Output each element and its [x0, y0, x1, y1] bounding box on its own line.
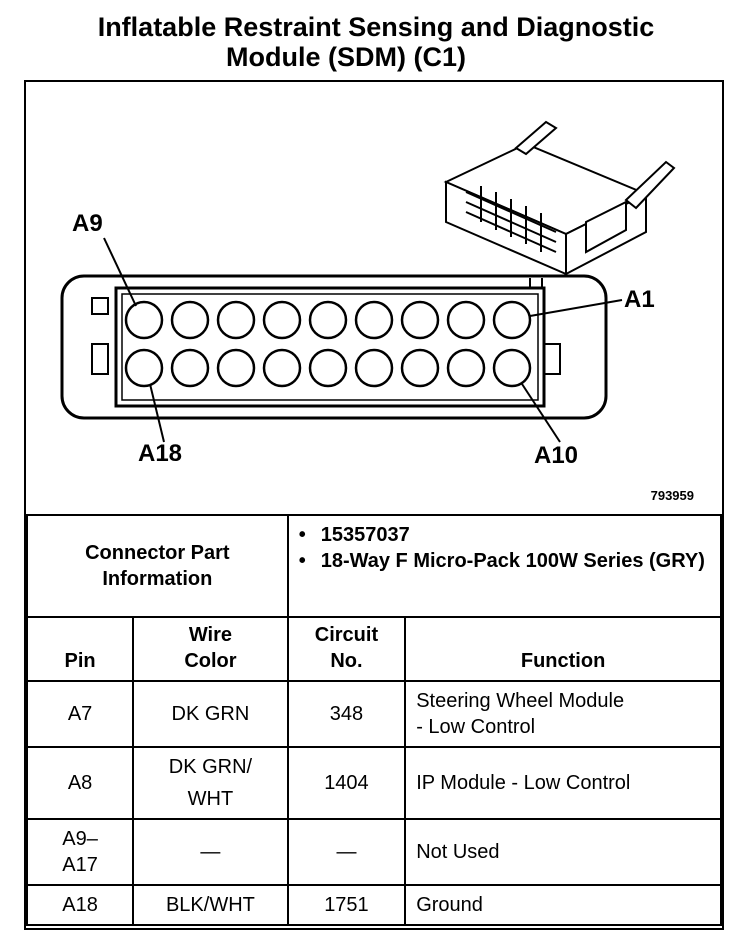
- cell-wire-color: —: [132, 818, 289, 886]
- cell-wire-color: DK GRN: [132, 680, 289, 748]
- col-header-pin: Pin: [25, 616, 135, 682]
- cell-pin: A7: [25, 680, 135, 748]
- col-header-function: Function: [404, 616, 722, 682]
- terminal-cavities: [124, 300, 532, 388]
- cavity-a17: [170, 348, 210, 388]
- illustration-number: 793959: [650, 488, 694, 503]
- cavity-a18: [124, 348, 164, 388]
- leader-lines: [103, 237, 623, 443]
- title-line-2: Module (SDM) (C1): [226, 42, 466, 72]
- cell-wire-color: BLK/WHT: [132, 884, 289, 926]
- cavity-a5: [308, 300, 348, 340]
- cavity-a13: [354, 348, 394, 388]
- cavity-a6: [262, 300, 302, 340]
- connector-part-info-list: •15357037 •18-Way F Micro-Pack 100W Seri…: [286, 514, 723, 618]
- cavity-a7: [216, 300, 256, 340]
- cell-pin: A9–A17: [25, 818, 135, 886]
- cavity-a10: [492, 348, 532, 388]
- cavity-a8: [170, 300, 210, 340]
- list-item: •18-Way F Micro-Pack 100W Series (GRY): [298, 550, 705, 572]
- cell-circuit: —: [286, 818, 407, 886]
- connector-illustration: [60, 120, 676, 443]
- cell-circuit: 1404: [286, 746, 407, 820]
- table-row: A8 DK GRN/WHT 1404 IP Module - Low Contr…: [25, 746, 722, 820]
- cavity-a1: [492, 300, 532, 340]
- cell-function: Ground: [404, 884, 722, 926]
- cavity-a3: [400, 300, 440, 340]
- pin-label-a9: A9: [72, 210, 103, 237]
- connector-part-info-row: Connector Part Information •15357037 •18…: [26, 514, 723, 618]
- cell-wire-color: DK GRN/WHT: [132, 746, 289, 820]
- pin-label-a1: A1: [624, 286, 655, 313]
- connector-3d-view: [443, 120, 676, 276]
- cavity-a4: [354, 300, 394, 340]
- cell-function: IP Module - Low Control: [404, 746, 722, 820]
- title-line-1: Inflatable Restraint Sensing and Diagnos…: [97, 12, 655, 42]
- cell-circuit: 1751: [286, 884, 407, 926]
- cell-pin: A18: [25, 884, 135, 926]
- pin-label-a18: A18: [138, 440, 183, 467]
- connector-sheet: A9 A1 A18 A10 793959 Connector Part Info…: [24, 80, 724, 930]
- table-row: A18 BLK/WHT 1751 Ground: [25, 884, 722, 926]
- cell-function: Not Used: [404, 818, 722, 886]
- connector-part-info-label: Connector Part Information: [26, 514, 289, 618]
- cell-function: Steering Wheel Module- Low Control: [404, 680, 722, 748]
- list-item: •15357037: [298, 524, 410, 546]
- cavity-a9: [124, 300, 164, 340]
- cavity-a15: [262, 348, 302, 388]
- table-row: A7 DK GRN 348 Steering Wheel Module- Low…: [25, 680, 722, 748]
- cavity-a14: [308, 348, 348, 388]
- cavity-a2: [446, 300, 486, 340]
- pinout-table: Connector Part Information •15357037 •18…: [25, 514, 723, 926]
- page-title: Inflatable Restraint Sensing and Diagnos…: [0, 12, 752, 72]
- connector-face: [60, 274, 608, 420]
- cell-circuit: 348: [286, 680, 407, 748]
- pin-label-a10: A10: [534, 442, 579, 469]
- cavity-a16: [216, 348, 256, 388]
- cavity-a11: [446, 348, 486, 388]
- table-row: A9–A17 — — Not Used: [25, 818, 722, 886]
- cavity-a12: [400, 348, 440, 388]
- cell-pin: A8: [25, 746, 135, 820]
